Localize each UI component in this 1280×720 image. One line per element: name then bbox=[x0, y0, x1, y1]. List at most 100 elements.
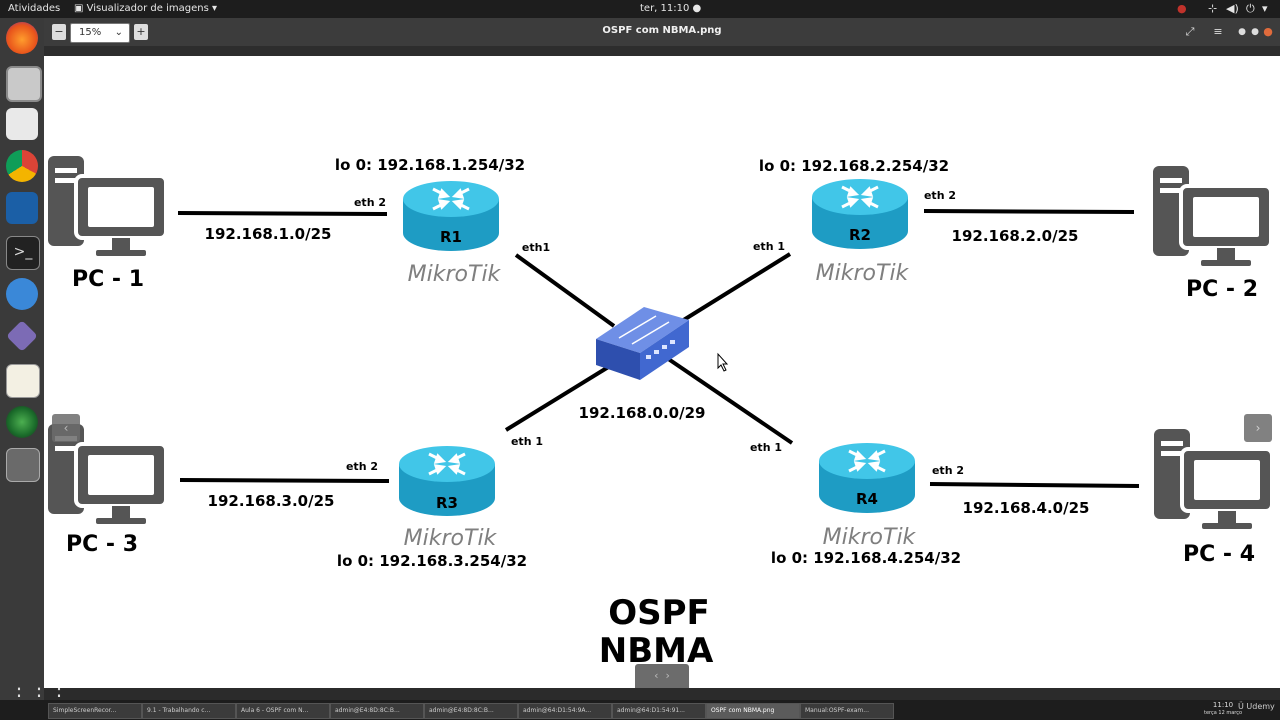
window-title: OSPF com NBMA.png bbox=[602, 25, 722, 36]
previous-image-button[interactable]: ‹ bbox=[52, 414, 80, 442]
task-item-active[interactable]: OSPF com NBMA.png bbox=[706, 703, 800, 719]
taskbar-clock[interactable]: 11:10 terça 12 março bbox=[1204, 701, 1242, 717]
top-bar: Atividades ▣ Visualizador de imagens ▾ t… bbox=[0, 0, 1280, 18]
firefox-icon[interactable] bbox=[6, 22, 38, 54]
chevron-down-icon[interactable]: ▾ bbox=[1262, 2, 1268, 15]
task-item[interactable]: SimpleScreenRecor... bbox=[48, 703, 142, 719]
loopback-r4: lo 0: 192.168.4.254/32 bbox=[771, 549, 961, 567]
mikrotik-logo: MikroTik bbox=[408, 262, 502, 287]
mikrotik-logo: MikroTik bbox=[823, 525, 917, 550]
hamburger-menu-icon[interactable]: ≡ bbox=[1213, 25, 1223, 38]
r4-lan-port: eth 2 bbox=[932, 464, 964, 477]
zoom-select[interactable]: 15% ⌄ bbox=[70, 23, 130, 43]
record-indicator-icon[interactable]: ● bbox=[1177, 2, 1187, 15]
chevron-left-icon[interactable]: ‹ bbox=[654, 669, 659, 682]
system-clock[interactable]: ter, 11:10 ● bbox=[640, 3, 702, 14]
link-r1-switch bbox=[514, 253, 616, 328]
text-editor-icon[interactable] bbox=[6, 364, 40, 398]
link-pc1-r1 bbox=[177, 211, 388, 216]
chevron-down-icon: ⌄ bbox=[114, 27, 123, 38]
network-core: 192.168.0.0/29 bbox=[579, 404, 706, 422]
switch-icon bbox=[596, 307, 689, 380]
r1-lan-port: eth 2 bbox=[354, 196, 386, 209]
viewer-header: − 15% ⌄ + OSPF com NBMA.png ⤢ ≡ ● ● ● bbox=[44, 18, 1280, 46]
image-viewer-app-icon: ▣ bbox=[74, 3, 87, 14]
activities-button[interactable]: Atividades bbox=[8, 3, 61, 14]
loopback-r2: lo 0: 192.168.2.254/32 bbox=[759, 157, 949, 175]
zoom-in-button[interactable]: + bbox=[134, 24, 148, 40]
next-image-button[interactable]: › bbox=[1244, 414, 1272, 442]
dock: >_ ⋮⋮⋮ bbox=[0, 18, 69, 707]
router-r1: R1 MikroTik bbox=[401, 179, 502, 287]
router-r2: R2 MikroTik bbox=[810, 177, 910, 286]
clock-label: ter, 11:10 bbox=[640, 3, 690, 14]
network-pc4: 192.168.4.0/25 bbox=[963, 499, 1090, 517]
network-pc3: 192.168.3.0/25 bbox=[208, 492, 335, 510]
thunderbird-icon[interactable] bbox=[6, 278, 38, 310]
files-icon[interactable] bbox=[6, 66, 42, 102]
router-label: R1 bbox=[440, 228, 462, 246]
pc-label: PC - 3 bbox=[66, 532, 138, 557]
clock-time: 11:10 bbox=[1212, 701, 1234, 709]
chevron-right-icon[interactable]: › bbox=[665, 669, 670, 682]
mouse-cursor-icon bbox=[717, 352, 729, 372]
router-r3: R3 MikroTik bbox=[397, 444, 498, 551]
diamond-app-icon[interactable] bbox=[6, 320, 38, 352]
pc-label: PC - 1 bbox=[72, 267, 144, 292]
task-item[interactable]: Aula 6 - OSPF com N... bbox=[236, 703, 330, 719]
pc-4: PC - 4 bbox=[1152, 427, 1274, 567]
power-icon[interactable]: ⏻ bbox=[1246, 2, 1255, 15]
terminal-icon[interactable]: >_ bbox=[6, 236, 40, 270]
link-r4-switch bbox=[662, 354, 794, 445]
r2-lan-port: eth 2 bbox=[924, 189, 956, 202]
loopback-r1: lo 0: 192.168.1.254/32 bbox=[335, 156, 525, 174]
pc-3: PC - 3 bbox=[46, 422, 168, 557]
r2-wan-port: eth 1 bbox=[753, 240, 785, 253]
zoom-out-button[interactable]: − bbox=[52, 24, 66, 40]
virtualbox-icon[interactable] bbox=[6, 192, 38, 224]
task-item[interactable]: admin@64:D1:54:91... bbox=[612, 703, 706, 719]
udemy-logo-icon: Ü bbox=[1238, 702, 1247, 711]
network-pc1: 192.168.1.0/25 bbox=[205, 225, 332, 243]
image-viewer-icon[interactable] bbox=[6, 448, 40, 482]
link-r2-switch bbox=[680, 252, 792, 323]
link-pc3-r3 bbox=[179, 478, 390, 483]
link-r4-pc4 bbox=[929, 482, 1140, 488]
app-menu[interactable]: ▣ Visualizador de imagens ▾ bbox=[74, 3, 217, 14]
clock-date: terça 12 março bbox=[1204, 710, 1243, 716]
pc-label: PC - 4 bbox=[1183, 542, 1255, 567]
maximize-button[interactable]: ● bbox=[1251, 27, 1259, 37]
diagram-title-line1: OSPF bbox=[608, 593, 710, 633]
router-label: R2 bbox=[849, 226, 871, 244]
media-icon[interactable] bbox=[6, 108, 38, 140]
r4-wan-port: eth 1 bbox=[750, 441, 782, 454]
chrome-icon[interactable] bbox=[6, 150, 38, 182]
task-item[interactable]: 9.1 - Trabalhando c... bbox=[142, 703, 236, 719]
zoom-value: 15% bbox=[79, 27, 102, 38]
loopback-r3: lo 0: 192.168.3.254/32 bbox=[337, 552, 527, 570]
globe-app-icon[interactable] bbox=[6, 406, 38, 438]
app-menu-label: Visualizador de imagens bbox=[86, 3, 209, 14]
chevron-down-icon: ▾ bbox=[208, 3, 217, 14]
udemy-watermark: Ü Udemy bbox=[1238, 702, 1275, 711]
volume-icon[interactable]: ◀) bbox=[1226, 2, 1239, 15]
close-button[interactable]: ● bbox=[1263, 25, 1273, 38]
task-item[interactable]: admin@64:D1:54:9A... bbox=[518, 703, 612, 719]
slideshow-controls[interactable]: ‹ › bbox=[635, 664, 689, 688]
network-icon[interactable]: ⊹ bbox=[1208, 2, 1218, 15]
r3-lan-port: eth 2 bbox=[346, 460, 378, 473]
canvas-border bbox=[44, 46, 1280, 56]
pc-label: PC - 2 bbox=[1186, 277, 1258, 302]
pc-1: PC - 1 bbox=[46, 154, 168, 292]
task-item[interactable]: Manual:OSPF-exam... bbox=[800, 703, 894, 719]
minimize-button[interactable]: ● bbox=[1238, 27, 1246, 37]
task-item[interactable]: admin@E4:8D:8C:B... bbox=[330, 703, 424, 719]
image-canvas[interactable]: R1 MikroTik R2 MikroTik R3 MikroTik R4 M… bbox=[44, 56, 1280, 688]
task-item[interactable]: admin@E4:8D:8C:B... bbox=[424, 703, 518, 719]
r1-wan-port: eth1 bbox=[522, 241, 550, 254]
router-label: R4 bbox=[856, 490, 878, 508]
link-r3-switch bbox=[504, 364, 612, 432]
pc-2: PC - 2 bbox=[1151, 164, 1273, 302]
fullscreen-icon[interactable]: ⤢ bbox=[1185, 25, 1195, 38]
mikrotik-logo: MikroTik bbox=[404, 526, 498, 551]
